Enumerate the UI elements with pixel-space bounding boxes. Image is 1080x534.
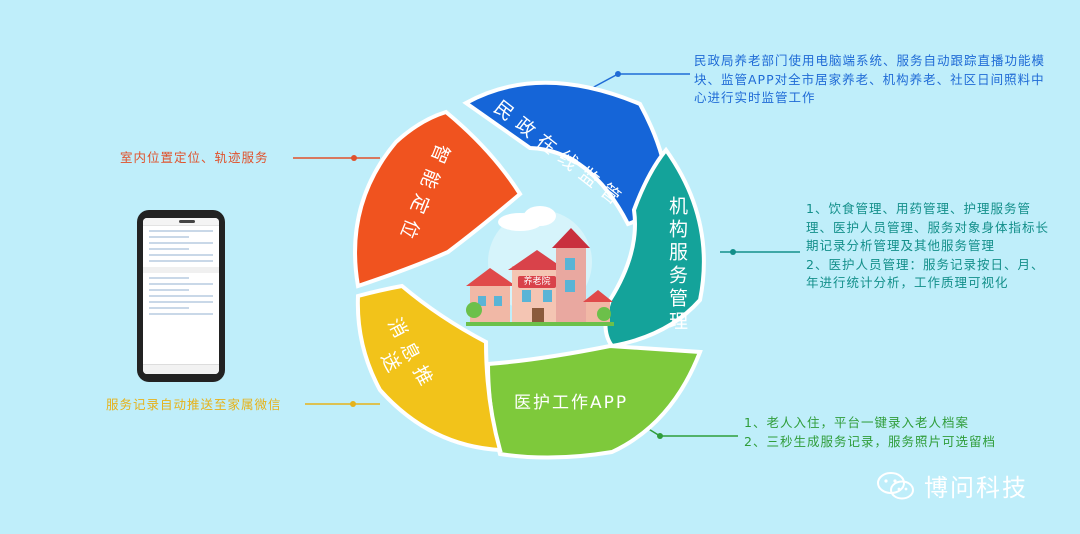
dot-message [350,401,356,407]
phone-mockup [137,210,225,382]
dot-civil [615,71,621,77]
segment-message [355,283,503,453]
callout-medical: 1、老人入住，平台一键录入老人档案 2、三秒生成服务记录，服务照片可选留档 [744,415,996,449]
dot-medical [657,433,663,439]
callout-location: 室内位置定位、轨迹服务 [120,150,269,165]
dot-location [351,155,357,161]
segment-location [353,109,523,289]
callout-civil: 民政局养老部门使用电脑端系统、服务自动跟踪直播功能模块、监管APP对全市居家养老… [694,53,1046,105]
center-sign: 养老院 [523,277,551,287]
callout-institution: 1、饮食管理、用药管理、护理服务管理、医护人员管理、服务对象身体指标长期记录分析… [806,201,1050,290]
phone-screen [143,218,219,374]
segment-institution [603,146,706,349]
segment-label-institution: 机构服务管理 [666,196,688,334]
wechat-icon [877,471,914,499]
callout-message: 服务记录自动推送至家属微信 [106,397,282,412]
brand-watermark: 博问科技 [876,468,1028,503]
segment-label-medical: 医护工作APP [514,393,629,413]
nursing-home-illustration [466,206,614,326]
brand-name: 博问科技 [924,474,1028,502]
segment-medical [485,343,703,460]
connector-civil [591,73,690,89]
dot-institution [730,249,736,255]
